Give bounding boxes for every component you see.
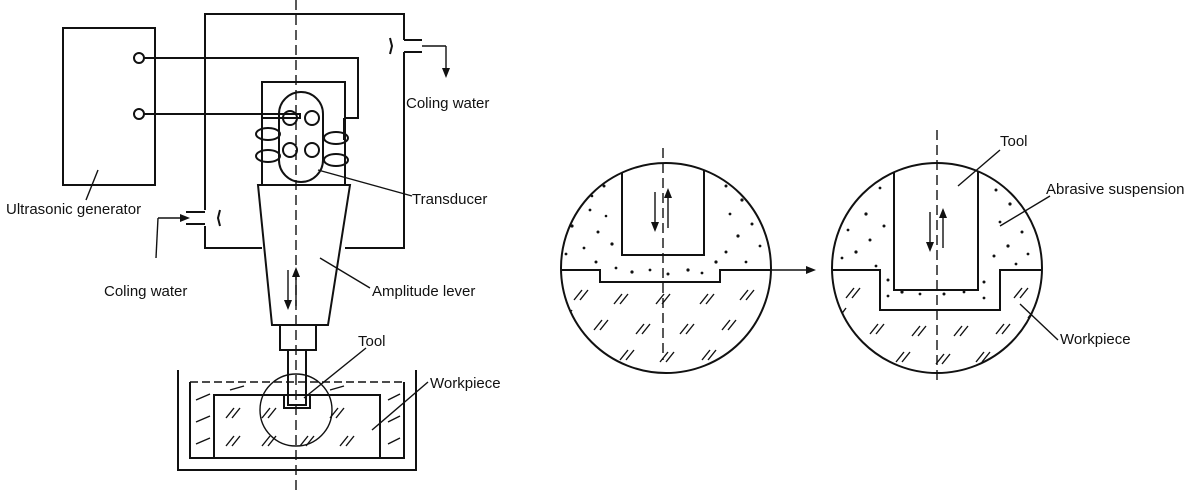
transducer-core [278,91,324,183]
label-tool-right: Tool [1000,133,1028,150]
label-amplitude-lever: Amplitude lever [372,283,475,300]
detail-circle-before [560,148,772,374]
detail-circle-after: Tool Abrasive suspension Workpiece [831,130,1184,380]
workpiece-block [213,394,381,459]
horn-vibration-arrows [284,267,300,310]
workpiece-hatch [225,407,355,447]
water-in-arrow [180,214,190,222]
workpiece-hatch-b [839,287,1035,365]
workpiece-surface-b [832,269,1042,311]
workpiece-surface-a [561,269,771,283]
label-abrasive-suspension: Abrasive suspension [1046,181,1184,198]
transition-arrow [770,266,816,274]
generator-terminal-bottom [133,108,145,120]
transducer-body [261,81,346,186]
tank-fluid-hatch [195,385,401,445]
amplitude-lever-horn [256,184,352,326]
ultrasonic-generator-box [62,27,156,186]
tool-tip [287,349,307,406]
label-transducer: Transducer [412,191,487,208]
detail-circle-a-outline [560,162,772,374]
machine-schematic: Ultrasonic generator Coling water Coling… [6,0,501,492]
tool-b [893,163,979,291]
label-workpiece-right: Workpiece [1060,331,1131,348]
label-coling-water-bottom: Coling water [104,283,187,300]
abrasive-dots-a [564,184,762,276]
generator-terminal-top [133,52,145,64]
generator-wires [144,57,359,140]
label-workpiece-left: Workpiece [430,375,501,392]
vibration-arrows-a [651,188,672,232]
tank-wall [177,370,417,471]
leader-lines-left [85,169,429,431]
vibration-arrows-b [926,208,947,252]
leader-lines-right [957,149,1059,341]
transducer-coil [255,110,349,167]
water-out-arrow [442,68,450,78]
abrasive-dots-b [840,186,1030,300]
cooling-water-housing [155,13,450,259]
label-ultrasonic-generator: Ultrasonic generator [6,201,141,218]
label-tool-left: Tool [358,333,386,350]
tool-shank [279,324,317,351]
label-coling-water-top: Coling water [406,95,489,112]
detail-magnifier-circle [259,373,333,447]
